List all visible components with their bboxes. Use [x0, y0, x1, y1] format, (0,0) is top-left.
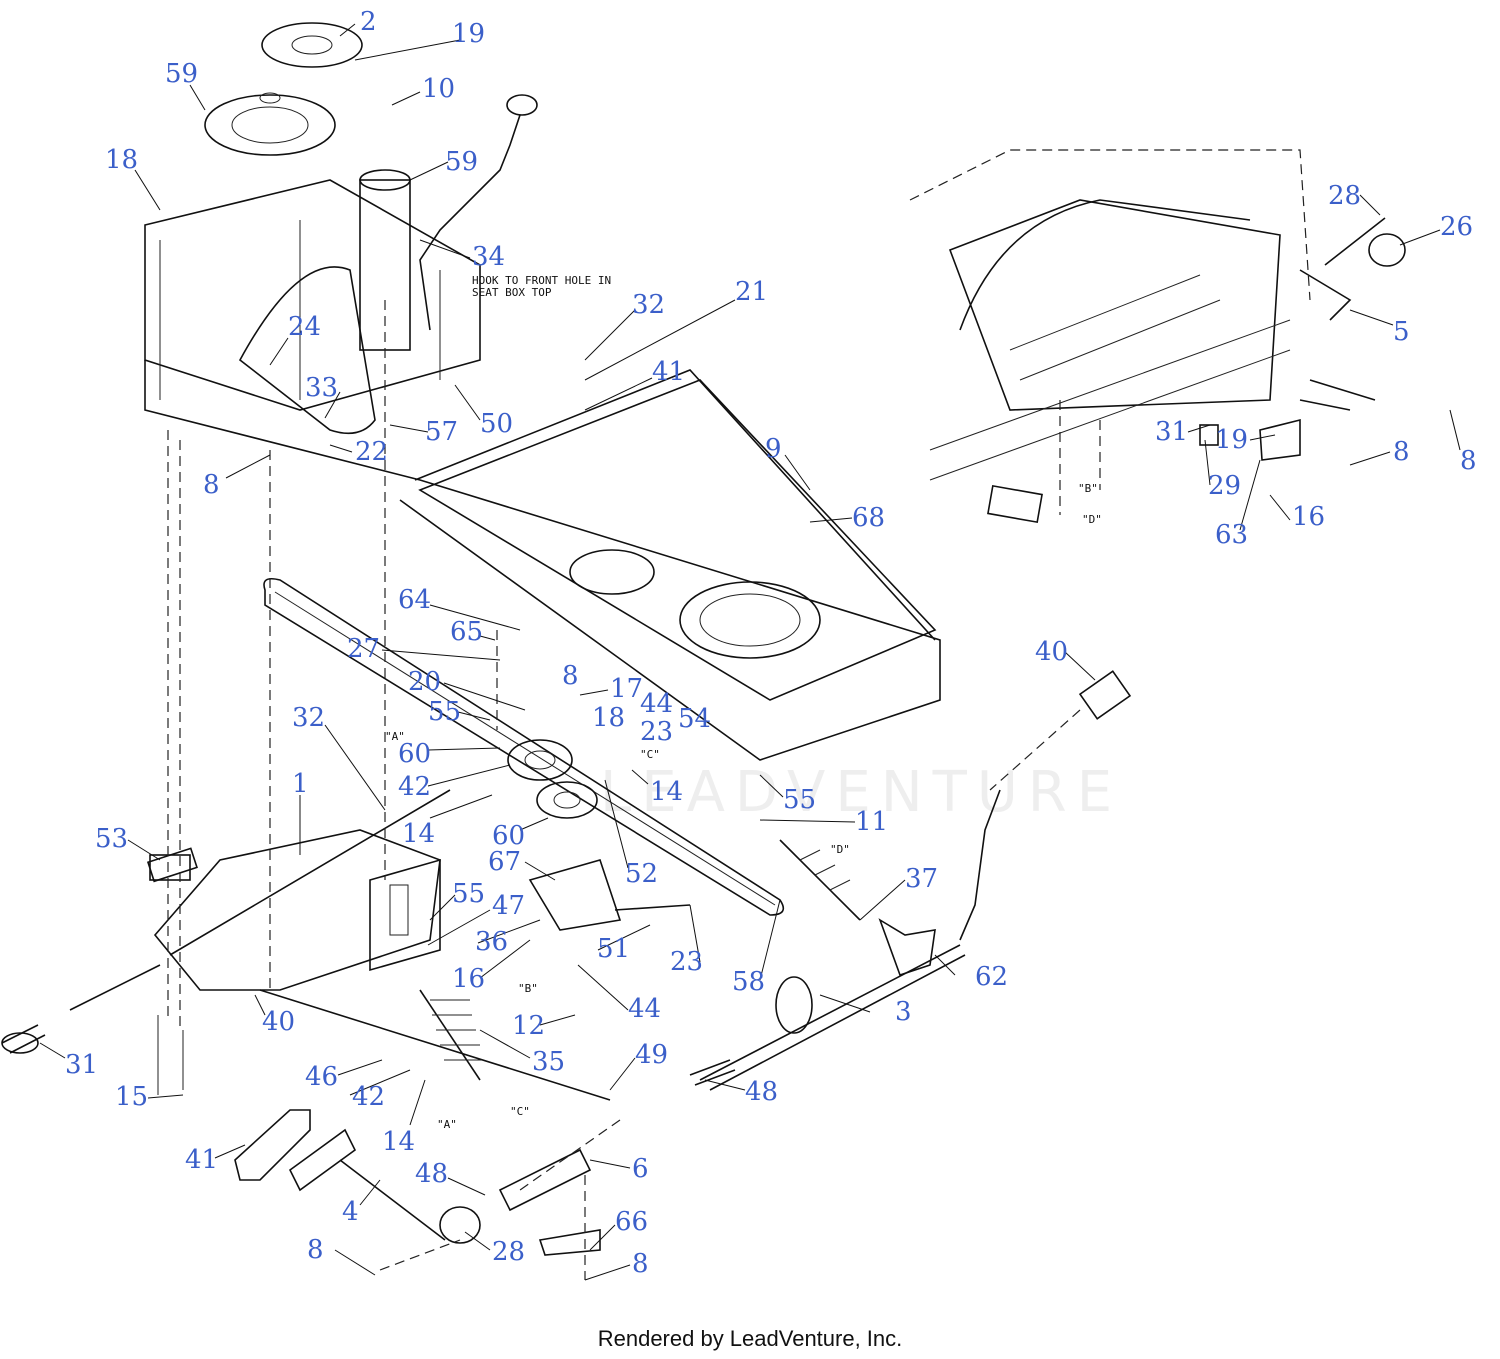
callout-25: 24: [288, 312, 321, 342]
ref-a-label: "A": [385, 730, 405, 743]
ref-d-label-inset: "D": [1082, 513, 1102, 526]
callout-61: 59: [445, 147, 478, 177]
callout-27: 27: [347, 634, 380, 664]
credit-text: Rendered by LeadVenture, Inc.: [597, 1326, 903, 1351]
ref-b-label: "B": [518, 982, 538, 995]
callout-31: 31: [1155, 417, 1188, 447]
callout-6: 6: [632, 1154, 649, 1184]
callout-50: 49: [635, 1040, 668, 1070]
callout-35: 33: [305, 373, 338, 403]
callout-15: 16: [452, 964, 485, 994]
callout-19: 18: [105, 145, 138, 175]
callout-16: 16: [1292, 502, 1325, 532]
callout-40: 40: [262, 1007, 295, 1037]
inset-detail: [909, 149, 1406, 524]
callout-66: 66: [615, 1207, 648, 1237]
callout-34: 32: [632, 290, 665, 320]
ref-c-label-2: "C": [510, 1105, 530, 1118]
callout-60b: 60: [492, 821, 525, 851]
callout-44b: 42: [352, 1082, 385, 1112]
callout-22: 21: [735, 277, 768, 307]
callout-18: 18: [592, 703, 625, 733]
callout-19-inset: 19: [1215, 425, 1248, 455]
callout-8b: 8: [562, 661, 579, 691]
callout-24b: 23: [670, 947, 703, 977]
callout-8a: 8: [203, 470, 220, 500]
callout-11: 12: [512, 1011, 545, 1041]
callout-14: 15: [115, 1082, 148, 1112]
reference-labels: "A" "C" "D" "B" "C" "A" "B" "D": [385, 482, 1102, 1131]
callout-5: 5: [1393, 317, 1410, 347]
callout-13c: 14: [382, 1127, 415, 1157]
ref-b-label-inset: "B": [1078, 482, 1098, 495]
ref-d-label: "D": [830, 843, 850, 856]
callout-51: 50: [480, 409, 513, 439]
callout-8-inset-a: 8: [1393, 437, 1410, 467]
callout-17: 17: [610, 674, 643, 704]
callout-20: 19: [452, 19, 485, 49]
callout-67: 67: [488, 847, 521, 877]
callout-8d: 8: [632, 1249, 649, 1279]
callout-58: 58: [732, 967, 765, 997]
callout-59: 59: [165, 59, 198, 89]
callout-26: 26: [1440, 212, 1473, 242]
frame-drawing: [1, 22, 1132, 1280]
callout-48: 47: [492, 891, 525, 921]
callout-1: 1: [292, 769, 309, 799]
callout-60a: 60: [398, 739, 431, 769]
callout-13b: 14: [402, 819, 435, 849]
callout-43: 41: [652, 357, 685, 387]
callout-44a: 42: [398, 772, 431, 802]
callout-2: 2: [360, 7, 377, 37]
callout-8-inset-b: 8: [1460, 446, 1477, 476]
callout-24a: 23: [640, 717, 673, 747]
callout-30: 28: [492, 1237, 525, 1267]
callout-53: 52: [625, 859, 658, 889]
callout-57: 57: [425, 417, 458, 447]
callout-62: 62: [975, 962, 1008, 992]
callout-56c: 55: [452, 879, 485, 909]
callout-33: 31: [65, 1050, 98, 1080]
callout-46b: 44: [628, 994, 661, 1024]
callout-10: 11: [855, 807, 888, 837]
callout-49b: 48: [415, 1159, 448, 1189]
callout-38: 36: [475, 927, 508, 957]
callout-64: 64: [398, 585, 431, 615]
callout-21: 20: [408, 667, 441, 697]
callout-32: 32: [292, 703, 325, 733]
callouts: 2 19 59 10 18 59 34 32 21 41 24 33 57 50…: [39, 7, 1477, 1281]
callout-54: 53: [95, 824, 128, 854]
callout-9: 9: [765, 434, 782, 464]
callout-29: 29: [1208, 471, 1241, 501]
callout-63: 63: [1215, 520, 1248, 550]
callout-49a: 48: [745, 1077, 778, 1107]
callout-47: 46: [305, 1062, 338, 1092]
callout-52: 51: [597, 934, 630, 964]
ref-c-label: "C": [640, 748, 660, 761]
callout-55: 54: [678, 704, 711, 734]
callout-46a: 44: [640, 689, 673, 719]
callout-56a: 55: [428, 697, 461, 727]
hook-note: HOOK TO FRONT HOLE IN SEAT BOX TOP: [472, 274, 618, 299]
callout-8c: 8: [307, 1235, 324, 1265]
callout-68: 68: [852, 503, 885, 533]
callout-28: 28: [1328, 181, 1361, 211]
callout-23: 22: [355, 437, 388, 467]
callout-37: 35: [532, 1047, 565, 1077]
watermark: LEADVENTURE: [600, 760, 1123, 825]
callout-56b: 55: [783, 785, 816, 815]
callout-13a: 14: [650, 777, 683, 807]
callout-12: 10: [422, 74, 455, 104]
callout-42: 40: [1035, 637, 1068, 667]
callout-65: 65: [450, 617, 483, 647]
callout-3: 3: [895, 997, 912, 1027]
ref-a-label-2: "A": [437, 1118, 457, 1131]
callout-41: 41: [185, 1145, 218, 1175]
callout-4: 4: [342, 1197, 359, 1227]
callout-39: 37: [905, 864, 938, 894]
callout-36: 34: [472, 242, 505, 272]
